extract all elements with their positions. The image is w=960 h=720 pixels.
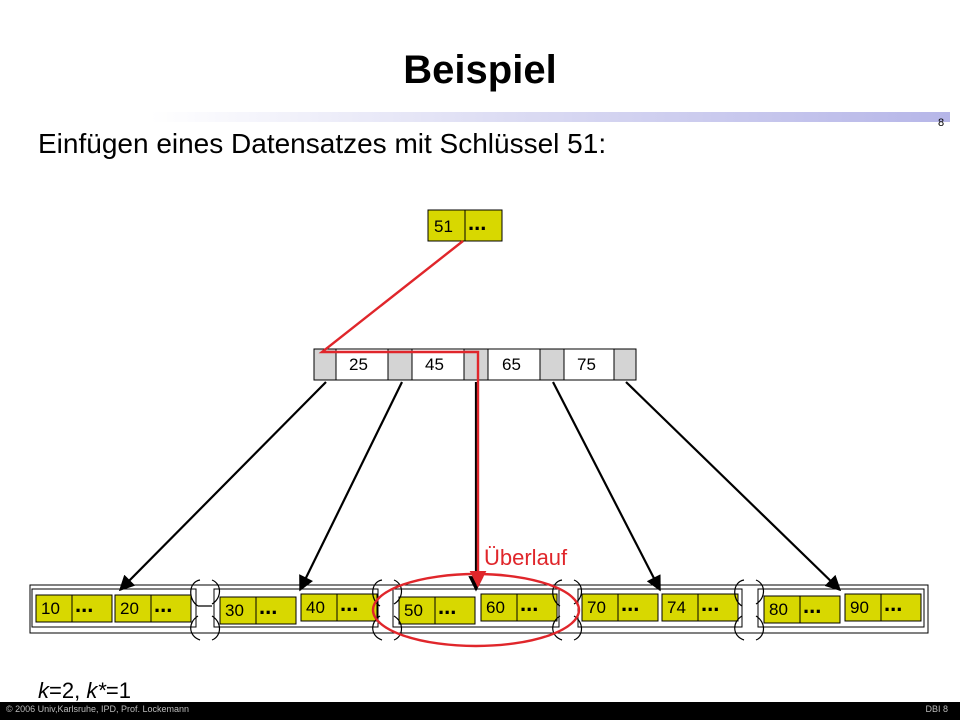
sibling-link-2-3	[372, 579, 403, 607]
new-record-dots: ...	[468, 210, 487, 235]
leaf-key: 74	[667, 598, 686, 617]
root-key-cell	[487, 348, 541, 381]
overflow-highlight	[371, 572, 581, 648]
root-key: 45	[425, 355, 444, 374]
leaf-key: 60	[486, 598, 505, 617]
leaf-key: 90	[850, 598, 869, 617]
record-dots: ...	[259, 594, 278, 619]
child-arrow-5	[625, 381, 842, 592]
root-key: 75	[577, 355, 596, 374]
record-dots: ...	[803, 593, 822, 618]
title-divider	[150, 112, 950, 122]
footer-bar	[0, 702, 960, 720]
record-dots: ...	[701, 591, 720, 616]
sibling-link-1-2	[190, 579, 221, 607]
root-key-cell	[411, 348, 465, 381]
record-dots: ...	[438, 594, 457, 619]
leaf-node-5	[757, 588, 925, 628]
leaf-node-4	[577, 588, 743, 628]
leaf-key: 70	[587, 598, 606, 617]
root-key: 25	[349, 355, 368, 374]
root-pointer-3	[539, 348, 565, 381]
overflow-label: Überlauf	[484, 545, 568, 570]
record-dots: ...	[154, 592, 173, 617]
sibling-link-4-5	[734, 579, 765, 607]
tree-parameters: k=2, k*=1	[38, 678, 131, 704]
slide-number: 8	[938, 117, 945, 129]
record-dots: ...	[884, 591, 903, 616]
leaf-key: 40	[306, 598, 325, 617]
root-pointer-1	[387, 348, 413, 381]
root-key-cell	[563, 348, 615, 381]
insertion-path	[318, 240, 487, 588]
record-dots: ...	[340, 591, 359, 616]
leaf-key: 30	[225, 601, 244, 620]
child-arrow-4	[552, 381, 661, 592]
footer-copyright: © 2006 Univ,Karlsruhe, IPD, Prof. Lockem…	[6, 704, 190, 714]
root-pointer-0	[313, 348, 337, 381]
root-pointer-4	[613, 348, 637, 381]
slide-title: Beispiel	[403, 48, 557, 92]
param-kstar-value: =1	[105, 678, 131, 703]
record-dots: ...	[75, 592, 94, 617]
record-dots: ...	[520, 591, 539, 616]
child-arrow-2	[299, 381, 403, 592]
child-pointers	[118, 381, 842, 592]
leaf-key: 10	[41, 599, 60, 618]
leaf-node-2	[213, 588, 379, 628]
child-arrow-1	[118, 381, 327, 592]
param-k-var: k	[38, 678, 49, 703]
root-key: 65	[502, 355, 521, 374]
leaf-key: 50	[404, 601, 423, 620]
footer-page: DBI 8	[925, 704, 948, 714]
leaf-node-1	[31, 588, 197, 628]
leaf-key: 80	[769, 600, 788, 619]
new-record-key: 51	[434, 217, 453, 236]
leaf-node-3	[392, 588, 560, 628]
slide-subtitle: Einfügen eines Datensatzes mit Schlüssel…	[38, 128, 607, 159]
sibling-links	[190, 579, 765, 641]
root-node	[313, 348, 637, 381]
leaf-key: 20	[120, 599, 139, 618]
new-record-node	[427, 209, 503, 242]
root-pointer-2	[463, 348, 489, 381]
param-k-value: =2,	[49, 678, 87, 703]
record-dots: ...	[621, 591, 640, 616]
param-kstar-var: k*	[86, 678, 106, 703]
